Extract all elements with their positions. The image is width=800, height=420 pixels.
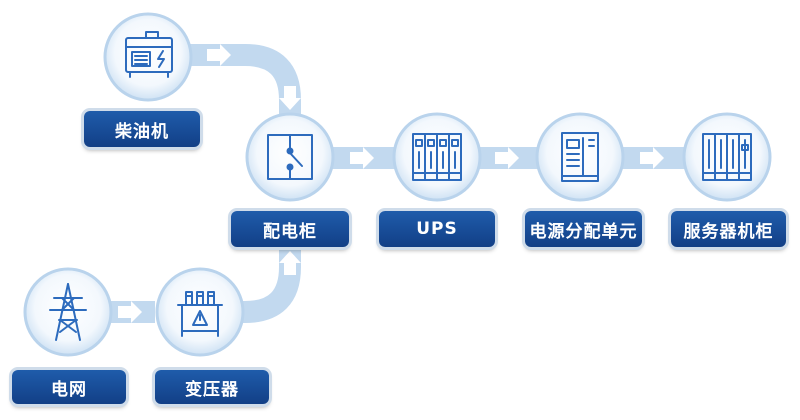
grid-circle <box>23 267 113 357</box>
transformer-icon <box>177 291 223 337</box>
switchboard-label: 配电柜 <box>231 211 349 247</box>
pdu-circle <box>535 112 625 202</box>
flow-generator-to-switchboard <box>185 44 301 115</box>
flow-arrows <box>118 44 664 323</box>
switch-icon <box>267 134 313 180</box>
arrow-down-icon <box>279 86 301 110</box>
pdu-cabinet-icon <box>561 132 599 182</box>
generator-icon <box>125 31 173 78</box>
flow-transformer-to-switchboard <box>235 240 301 323</box>
transformer-label: 变压器 <box>155 370 269 404</box>
arrow-right-icon <box>495 147 519 169</box>
server-rack-label: 服务器机柜 <box>671 211 786 247</box>
power-tower-icon <box>49 283 87 341</box>
generator-label: 柴油机 <box>84 111 200 147</box>
switchboard-circle <box>245 112 335 202</box>
arrow-right-icon <box>118 301 142 323</box>
arrow-right-icon <box>350 147 374 169</box>
ups-label: UPS <box>379 211 495 247</box>
arrow-right-icon <box>640 147 664 169</box>
ups-cabinet-icon <box>412 133 462 181</box>
generator-circle <box>103 12 193 102</box>
pdu-label: 电源分配单元 <box>525 211 642 247</box>
grid-label: 电网 <box>12 370 126 404</box>
arrow-right-icon <box>207 44 231 66</box>
server-rack-icon <box>702 133 752 181</box>
arrow-up-icon <box>279 251 301 275</box>
